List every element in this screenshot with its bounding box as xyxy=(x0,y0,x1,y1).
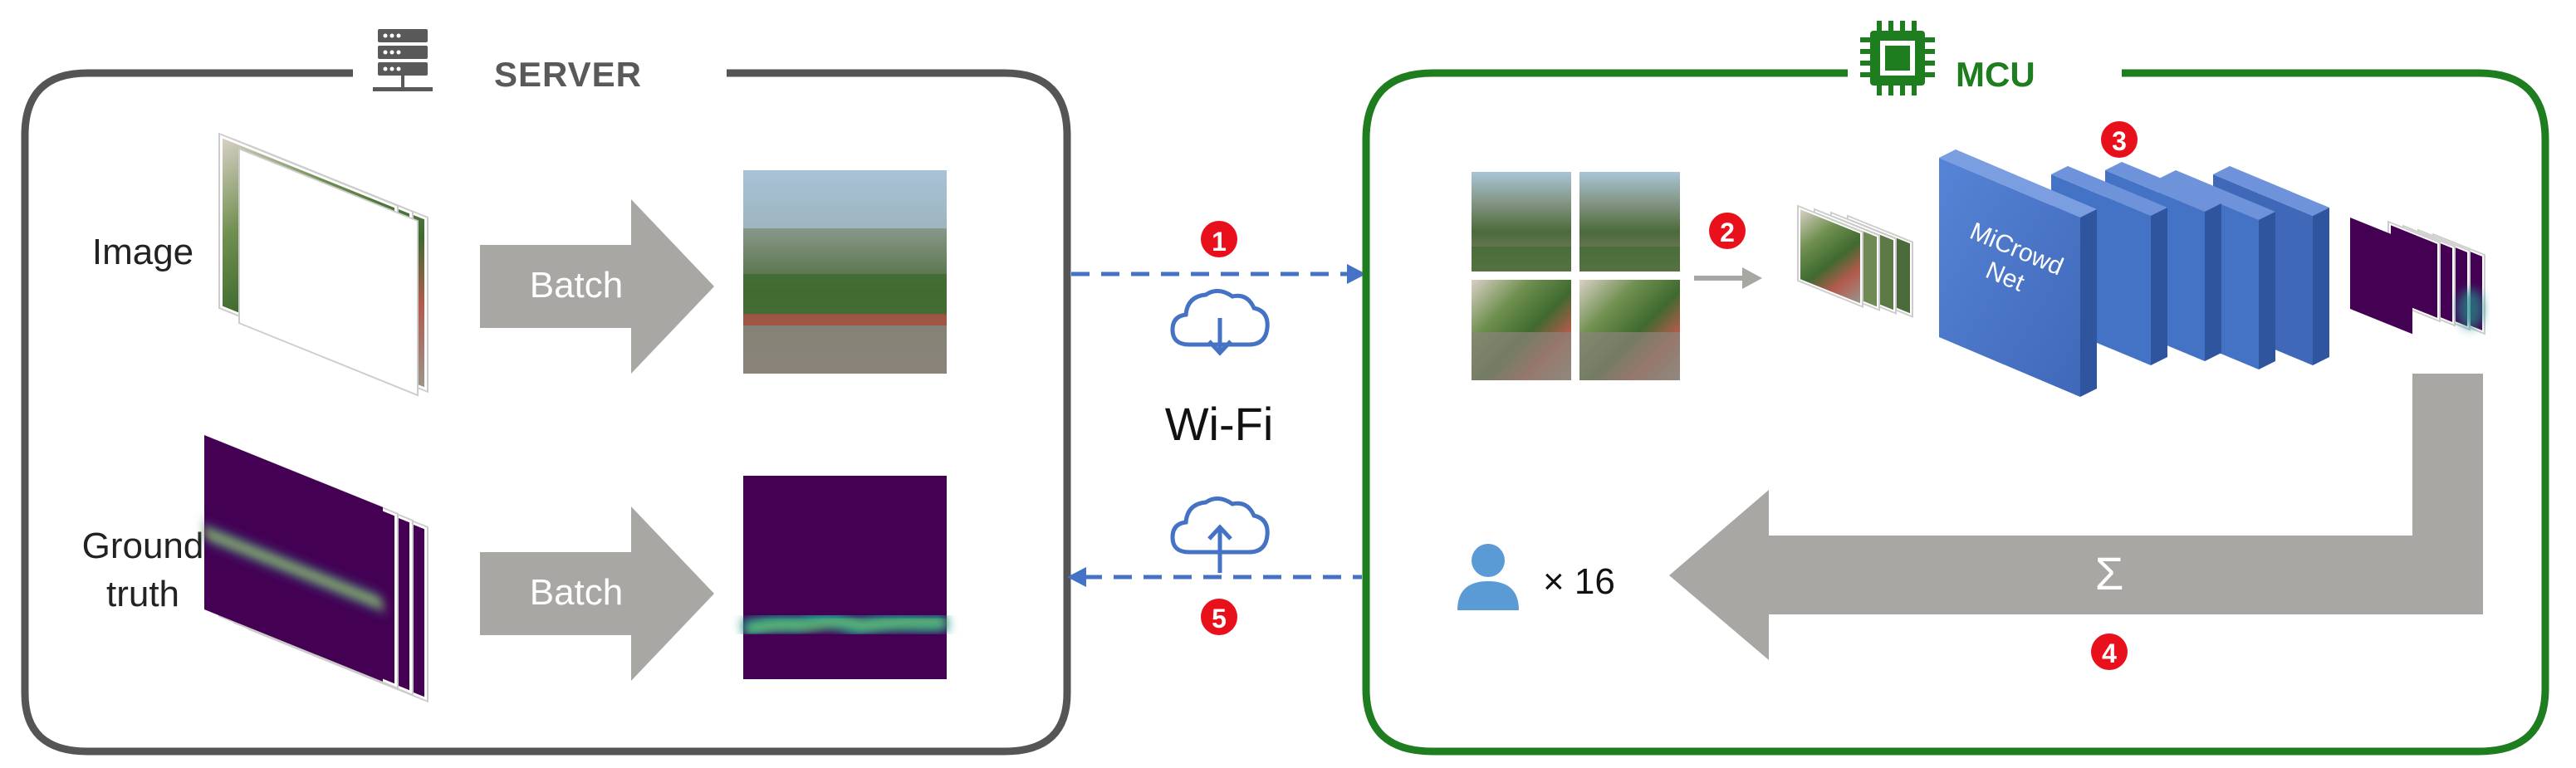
micrownet-model: MiCrowd Net xyxy=(1939,149,2329,397)
output-heatmap-stack xyxy=(2350,218,2485,335)
batch-arrow-ground-truth: Batch xyxy=(480,506,714,681)
mcu-panel: MCU 2 xyxy=(1362,21,2549,756)
step-badge-2: 2 xyxy=(1709,213,1746,249)
mcu-title: MCU xyxy=(1956,55,2035,94)
svg-text:4: 4 xyxy=(2102,638,2117,668)
network-layer-main xyxy=(1939,149,2097,397)
step-badge-3: 3 xyxy=(2101,121,2138,158)
wifi-label: Wi-Fi xyxy=(1165,398,1274,450)
ground-truth-label-line2: truth xyxy=(106,574,179,614)
people-count: × 16 xyxy=(1543,561,1615,602)
batched-heatmap xyxy=(740,476,949,679)
sum-return-arrow: Σ xyxy=(1669,374,2483,660)
batch-arrow-image-label: Batch xyxy=(530,265,624,306)
chip-icon xyxy=(1860,21,1935,95)
batched-image xyxy=(743,170,947,374)
server-rack-icon xyxy=(373,29,433,91)
server-panel-border xyxy=(21,69,1071,756)
server-panel: SERVER Image Batch xyxy=(21,29,1071,756)
server-title: SERVER xyxy=(494,55,642,94)
step-badge-5: 5 xyxy=(1201,599,1237,635)
svg-text:2: 2 xyxy=(1720,218,1735,247)
ground-truth-label-line1: Ground xyxy=(82,526,204,566)
batch-arrow-image: Batch xyxy=(480,199,714,374)
svg-text:1: 1 xyxy=(1212,227,1227,257)
image-frame-stack xyxy=(218,132,429,397)
image-row-label: Image xyxy=(92,232,193,272)
mcu-panel-border xyxy=(1362,69,2549,756)
patch-stack xyxy=(1797,204,1913,318)
svg-text:3: 3 xyxy=(2112,126,2127,156)
patch-to-batch-arrow xyxy=(1694,267,1762,289)
wifi-link: 1 Wi-Fi 5 xyxy=(1067,221,1366,635)
svg-text:5: 5 xyxy=(1212,604,1227,633)
batch-arrow-ground-truth-label: Batch xyxy=(530,572,624,613)
ground-truth-frame-stack xyxy=(204,435,429,703)
step-badge-1: 1 xyxy=(1201,221,1237,257)
sum-symbol: Σ xyxy=(2095,547,2124,599)
image-patches-grid xyxy=(1470,170,1682,382)
cloud-download-icon xyxy=(1170,289,1270,356)
person-icon xyxy=(1457,544,1519,610)
step-badge-4: 4 xyxy=(2091,633,2128,670)
cloud-upload-icon xyxy=(1170,497,1270,573)
